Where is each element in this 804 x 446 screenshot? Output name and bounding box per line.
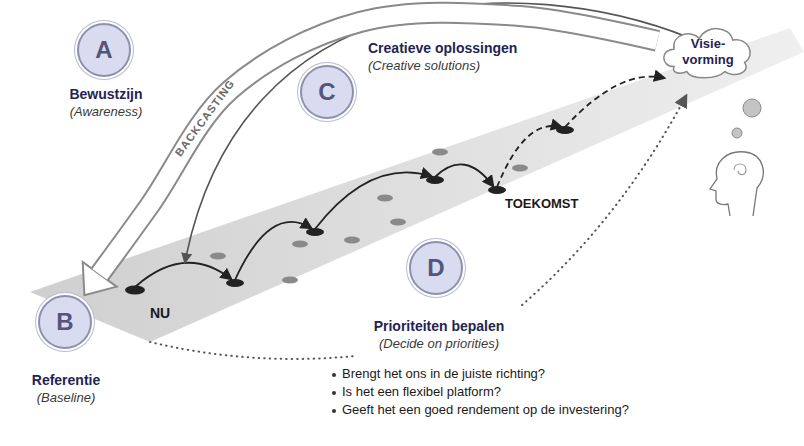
step-letter: A [79,25,129,75]
vision-cloud: Visie- vorming [657,21,759,79]
step-letter: C [302,67,352,117]
option-dots [210,149,528,284]
step-circle: ABewustzijn(Awareness) [77,23,131,77]
step-circle: BReferentie(Baseline) [38,295,92,349]
backcasting-arrow [83,13,658,296]
step-heading: Prioriteiten bepalen [374,318,505,335]
step-heading: Creatieve oplossingen [368,40,517,57]
step-subheading: (Baseline) [37,390,96,406]
edge-label: BACKCASTING [173,77,237,158]
step-arcs [135,77,664,287]
question-bullet: Is het een flexibel platform? [342,384,501,400]
step-letter: B [40,297,90,347]
priority-path [150,96,686,359]
step-letter: D [411,243,461,293]
step-subheading: (Creative solutions) [368,58,480,74]
arrow-body [100,13,658,275]
vision-text: Visie- vorming [677,36,739,67]
step-heading: Referentie [32,372,100,389]
step-heading: Bewustzijn [69,86,142,103]
future-label: TOEKOMST [505,196,578,212]
thinker-head [710,99,763,216]
step-subheading: (Awareness) [70,104,143,120]
step-circle: DPrioriteiten bepalen(Decide on prioriti… [409,241,463,295]
now-label: NU [150,305,170,322]
step-subheading: (Decide on priorities) [379,336,499,352]
time-band [30,28,804,342]
step-circle: CCreatieve oplossingen(Creative solution… [300,65,354,119]
arrow-body-inner [100,13,658,275]
question-bullet: Geeft het een goed rendement op de inves… [342,402,629,418]
question-bullet: Brengt het ons in de juiste richting? [342,366,545,382]
